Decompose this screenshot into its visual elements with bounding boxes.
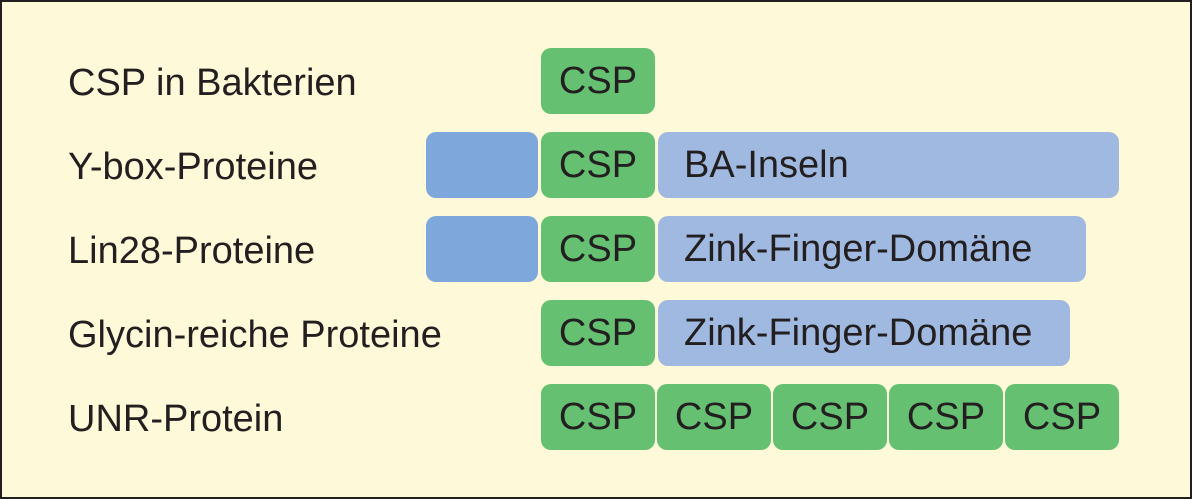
csp-domain-block: CSP [657,384,771,450]
csp-domain-block: CSP [541,384,655,450]
row-label-unr-protein: UNR-Protein [68,398,284,440]
n-terminal-domain-block [426,132,538,198]
csp-domain-block: CSP [889,384,1003,450]
csp-domain-block: CSP [1005,384,1119,450]
row-label-csp-bakterien: CSP in Bakterien [68,62,357,104]
ba-inseln-block: BA-Inseln [658,132,1119,198]
row-label-lin28-proteine: Lin28-Proteine [68,230,316,272]
row-label-glycin-reiche-proteine: Glycin-reiche Proteine [68,314,442,356]
csp-domain-block: CSP [541,132,655,198]
row-label-y-box-proteine: Y-box-Proteine [68,146,318,188]
n-terminal-domain-block [426,216,538,282]
csp-domain-block: CSP [541,48,655,114]
zinc-finger-domain-block: Zink-Finger-Domäne [658,216,1086,282]
csp-domain-block: CSP [541,300,655,366]
csp-domain-block: CSP [541,216,655,282]
zinc-finger-domain-block: Zink-Finger-Domäne [658,300,1070,366]
csp-domain-block: CSP [773,384,887,450]
